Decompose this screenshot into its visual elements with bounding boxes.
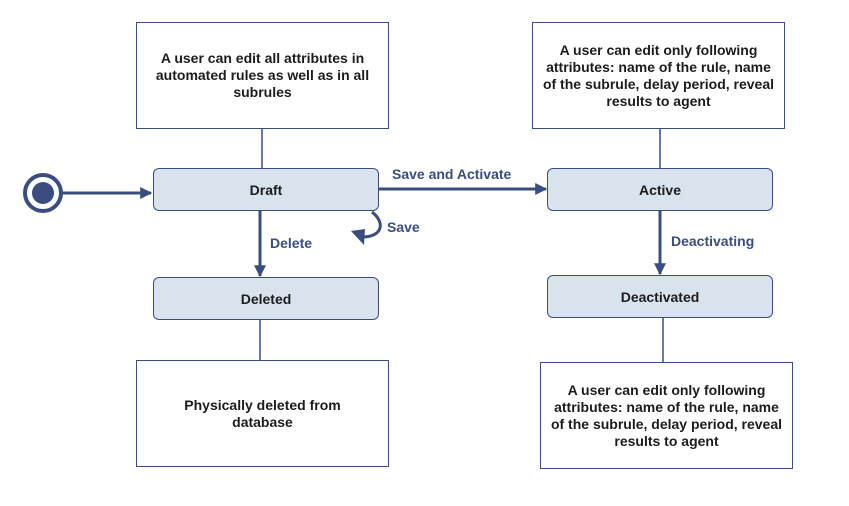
state-active-label: Active [638, 181, 682, 198]
initial-state-dot [32, 182, 54, 204]
state-active[interactable]: Active [547, 168, 773, 211]
label-delete: Delete [270, 235, 313, 251]
active-note-text: A user can edit only following attribute… [542, 41, 775, 109]
state-deactivated-label: Deactivated [620, 288, 700, 305]
label-save: Save [387, 219, 420, 235]
state-deactivated[interactable]: Deactivated [547, 275, 773, 318]
draft-note-text: A user can edit all attributes in automa… [155, 50, 370, 100]
state-deleted-label: Deleted [240, 290, 292, 307]
state-draft-label: Draft [249, 181, 283, 198]
deactivated-note-text: A user can edit only following attribute… [550, 381, 783, 449]
label-save-and-activate: Save and Activate [392, 166, 512, 182]
draft-note: A user can edit all attributes in automa… [136, 22, 389, 129]
active-note: A user can edit only following attribute… [532, 22, 785, 129]
save-self-loop-arrowhead [351, 229, 365, 245]
state-draft[interactable]: Draft [153, 168, 379, 211]
deleted-note: Physically deleted from database [136, 360, 389, 467]
deactivated-note: A user can edit only following attribute… [540, 362, 793, 469]
label-deactivating: Deactivating [671, 233, 755, 249]
deleted-note-text: Physically deleted from database [184, 396, 341, 430]
save-self-loop-arrow [363, 210, 382, 239]
state-deleted[interactable]: Deleted [153, 277, 379, 320]
